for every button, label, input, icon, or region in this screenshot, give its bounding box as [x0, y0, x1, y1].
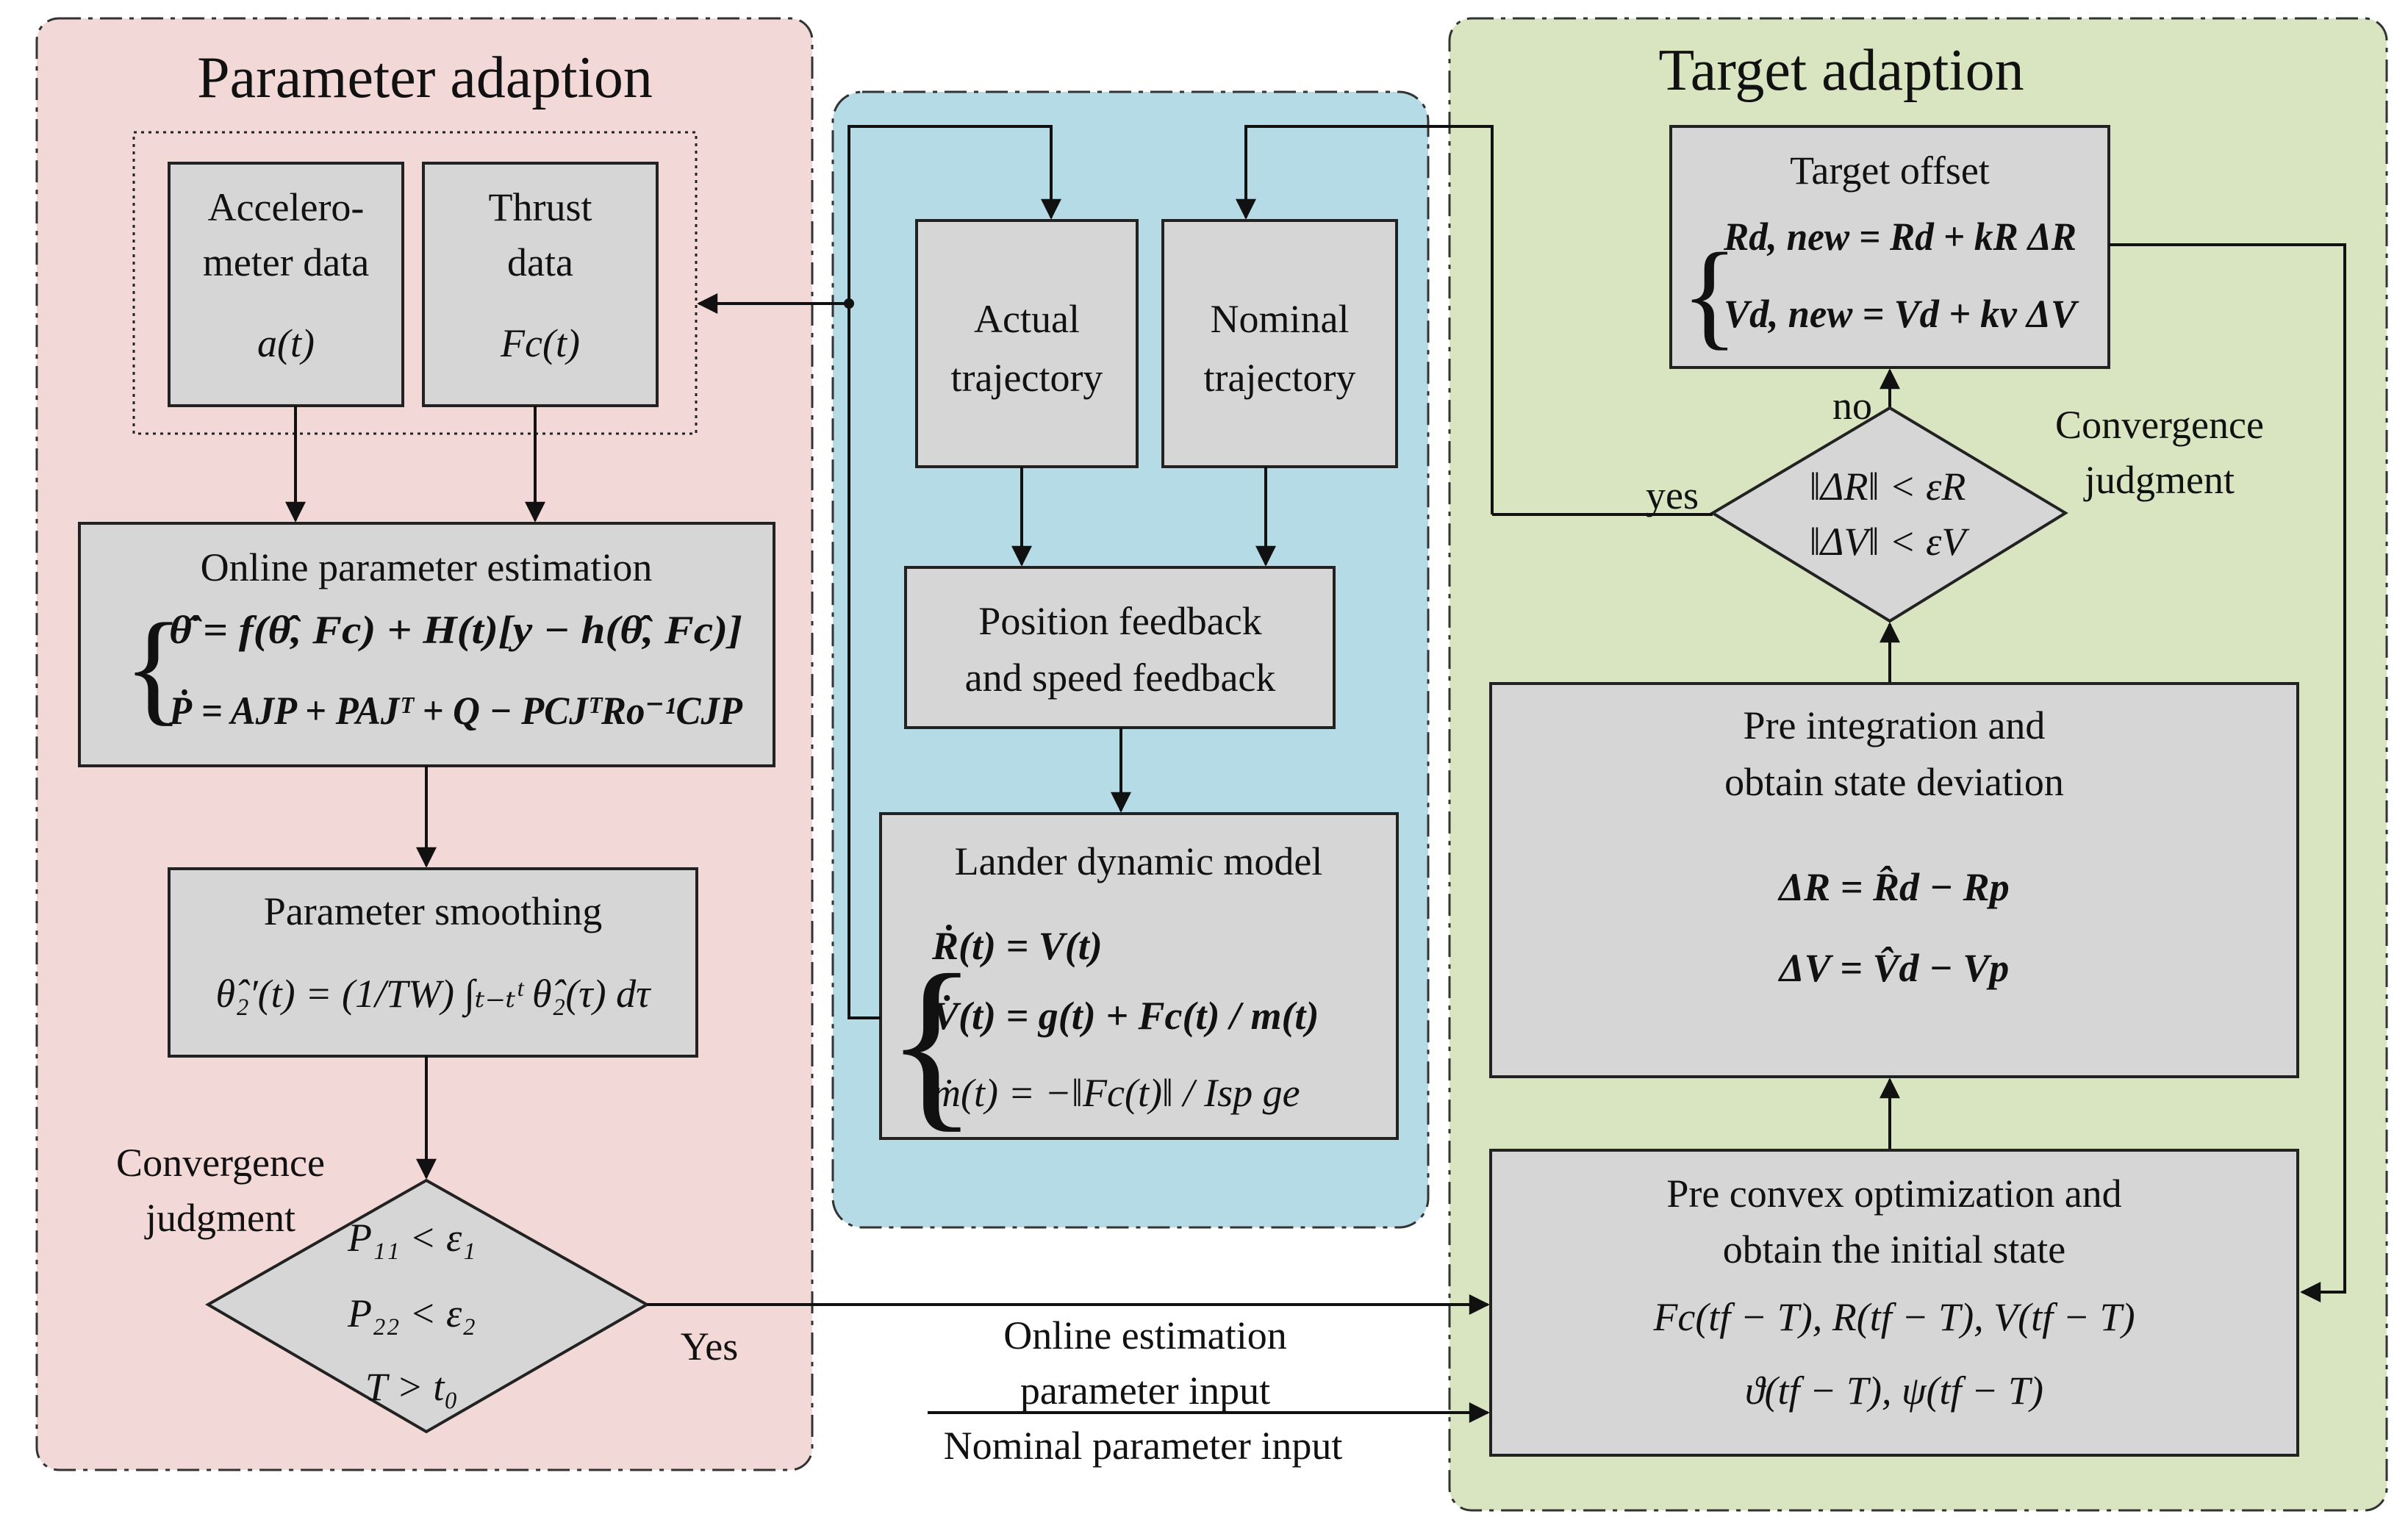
right-condition-1: ‖ΔR‖ < εR	[1810, 465, 1966, 509]
online-estimation-box	[78, 522, 775, 767]
left-convergence-label-2: judgment	[144, 1196, 295, 1240]
lander-dynamics-title: Lander dynamic model	[955, 839, 1323, 883]
right-convergence-label-1: Convergence	[2055, 403, 2264, 447]
pre-optimization-box	[1489, 1149, 2299, 1457]
right-convergence-diamond	[1710, 406, 2068, 623]
smoothing-box	[168, 867, 698, 1058]
nominal-trajectory-box	[1161, 219, 1398, 468]
thrust-box	[422, 162, 659, 407]
feedback-box	[904, 566, 1336, 729]
left-convergence-diamond	[204, 1178, 651, 1434]
feedback-label-2: and speed feedback	[965, 656, 1276, 700]
accelerometer-label-1: Accelero-	[208, 185, 365, 229]
estimation-brace: {	[123, 598, 184, 736]
pre-integration-box	[1489, 682, 2299, 1078]
left-convergence-label-1: Convergence	[116, 1141, 325, 1185]
optimization-equation-2: ϑ(tf − T), ψ(tf − T)	[1745, 1369, 2043, 1413]
estimation-equation-2: Ṗ = AJP + PAJᵀ + Q − PCJᵀRo⁻¹CJP	[168, 689, 743, 733]
target-offset-box	[1669, 125, 2110, 369]
lander-dynamics-box	[879, 812, 1399, 1140]
actual-trajectory-label-2: trajectory	[951, 356, 1103, 400]
nominal-input-label: Nominal parameter input	[944, 1424, 1343, 1468]
nominal-trajectory-label-2: trajectory	[1204, 356, 1356, 400]
online-estimation-title: Online parameter estimation	[201, 545, 653, 589]
smoothing-title: Parameter smoothing	[264, 889, 602, 933]
loop-offset-right-to-optimization	[2109, 243, 2346, 1302]
feedback-label-1: Position feedback	[978, 599, 1261, 643]
target-offset-title: Target offset	[1790, 148, 1990, 193]
left-condition-1: P₁₁ < ε₁	[347, 1216, 476, 1260]
thrust-symbol: Fc(t)	[500, 321, 580, 365]
loop-dynamics-to-actual	[848, 125, 1061, 1019]
left-yes-label: Yes	[681, 1324, 739, 1369]
right-condition-2: ‖ΔV‖ < εV	[1810, 520, 1971, 564]
sensor-data-group	[132, 131, 698, 435]
offset-brace: {	[1681, 229, 1738, 361]
online-input-label-2: parameter input	[1020, 1369, 1270, 1413]
left-panel-title: Parameter adaption	[197, 46, 653, 110]
offset-equation-1: Rd, new = Rd + kR ΔR	[1723, 215, 2076, 259]
integration-equation-1: ΔR = R̂d − Rp	[1777, 865, 2009, 909]
online-input-label-1: Online estimation	[1003, 1313, 1286, 1357]
loop-right-to-nominal	[1236, 125, 1494, 514]
junction-dot	[844, 298, 854, 309]
pre-optimization-label-2: obtain the initial state	[1723, 1227, 2065, 1271]
thrust-label-2: data	[507, 240, 573, 284]
accelerometer-symbol: a(t)	[257, 321, 315, 365]
nominal-trajectory-label-1: Nominal	[1211, 297, 1350, 341]
right-no-label: no	[1832, 384, 1872, 428]
pre-integration-label-2: obtain state deviation	[1724, 760, 2064, 804]
left-condition-3: T > t₀	[365, 1365, 458, 1409]
optimization-equation-1: Fc(tf − T), R(tf − T), V(tf − T)	[1652, 1295, 2135, 1339]
thrust-label-1: Thrust	[489, 185, 592, 229]
right-yes-label: yes	[1646, 473, 1699, 517]
accelerometer-label-2: meter data	[203, 240, 369, 284]
estimation-equation-1: θ̂̇ = f(θ̂, Fc) + H(t)[y − h(θ̂, Fc)]	[169, 608, 742, 652]
dynamics-equation-2: V̇(t) = g(t) + Fc(t) / m(t)	[932, 994, 1319, 1038]
dynamics-equation-3: ṁ(t) = −‖Fc(t)‖ / Isp ge	[932, 1071, 1300, 1115]
left-condition-2: P₂₂ < ε₂	[347, 1291, 476, 1335]
accelerometer-box	[168, 162, 404, 407]
offset-equation-2: Vd, new = Vd + kv ΔV	[1724, 292, 2079, 336]
pre-optimization-label-1: Pre convex optimization and	[1666, 1172, 2121, 1216]
pre-integration-label-1: Pre integration and	[1744, 703, 2046, 747]
right-panel-title: Target adaption	[1658, 38, 2024, 103]
dynamics-equation-1: Ṙ(t) = V(t)	[931, 924, 1103, 968]
integration-equation-2: ΔV = V̂d − Vp	[1778, 946, 2009, 990]
actual-trajectory-label-1: Actual	[974, 297, 1080, 341]
dynamics-brace: {	[886, 936, 978, 1148]
right-convergence-label-2: judgment	[2083, 458, 2235, 502]
actual-trajectory-box	[915, 219, 1139, 468]
smoothing-equation: θ̂₂′(t) = (1/TW) ∫ₜ₋ₜᵗ θ̂₂(τ) dτ	[216, 972, 652, 1018]
